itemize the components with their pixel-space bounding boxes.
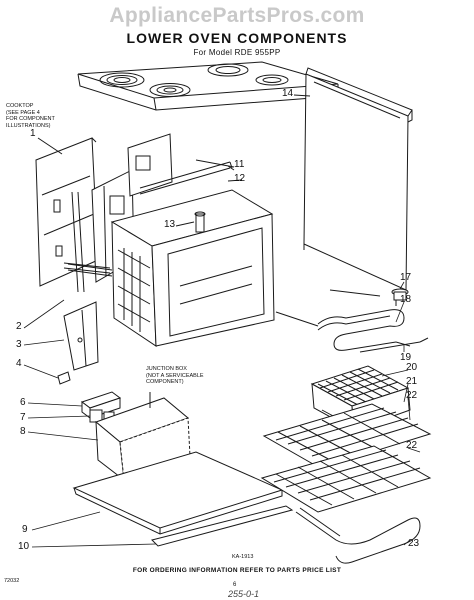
cooktop-note-line: ILLUSTRATIONS): [6, 122, 51, 129]
callout-23: 23: [408, 538, 420, 549]
corner-code: 72032: [4, 578, 20, 584]
cooktop-note-line: COOKTOP: [6, 103, 34, 109]
ordering-footer: FOR ORDERING INFORMATION REFER TO PARTS …: [132, 567, 342, 574]
callout-7: 7: [20, 412, 26, 423]
callout-6: 6: [20, 397, 26, 408]
callout-3: 3: [16, 339, 22, 350]
junction-box-note: JUNCTION BOX (NOT A SERVICEABLE COMPONEN…: [146, 366, 204, 386]
junction-box-note-line: (NOT A SERVICEABLE: [146, 372, 204, 379]
bottom-scrawl: 255-0-1: [228, 589, 260, 599]
leader-lines: [24, 282, 420, 547]
cooktop-drawing: [78, 62, 338, 110]
callout-20: 20: [406, 362, 418, 373]
model-subtitle: For Model RDE 955PP: [193, 48, 281, 57]
callout-12: 12: [234, 173, 246, 184]
part-22-lower-rack: [262, 446, 430, 512]
watermark-text: AppliancePartsPros.com: [109, 4, 365, 27]
part-20-broiler-grid: [312, 366, 408, 406]
part-14-panel: [304, 68, 412, 296]
part-23-bake-element: [296, 508, 420, 563]
cooktop-note-line: (SEE PAGE 4: [6, 109, 40, 116]
callout-13: 13: [164, 219, 176, 230]
oven-cavity: [112, 190, 274, 346]
junction-box-note-line: COMPONENT): [146, 379, 184, 385]
callout-22-lower: 22: [406, 440, 418, 451]
callout-2: 2: [16, 321, 22, 332]
callout-10: 10: [18, 541, 30, 552]
callout-14: 14: [282, 88, 294, 99]
page-number: 6: [233, 582, 237, 588]
callout-4: 4: [16, 358, 22, 369]
junction-box-note-line: JUNCTION BOX: [146, 366, 187, 372]
callout-9: 9: [22, 524, 28, 535]
part-18-broil-element: [318, 310, 410, 351]
cooktop-note: COOKTOP (SEE PAGE 4 FOR COMPONENT ILLUST…: [6, 103, 55, 129]
callout-19: 19: [400, 352, 412, 363]
callout-18: 18: [400, 294, 412, 305]
junction-box: [96, 398, 190, 480]
part-3-bracket: [64, 302, 98, 370]
drawing-reference: KA-1913: [232, 554, 254, 560]
cooktop-note-line: FOR COMPONENT: [6, 116, 55, 122]
callout-21: 21: [406, 376, 418, 387]
callout-17: 17: [400, 272, 412, 283]
terminal-block: [82, 392, 120, 422]
diagram-title: LOWER OVEN COMPONENTS: [126, 30, 348, 46]
callout-1: 1: [30, 128, 36, 139]
part-4-clip: [58, 372, 70, 384]
callout-11: 11: [234, 159, 245, 170]
part-22-upper-rack: [264, 404, 430, 468]
callout-22-upper: 22: [406, 390, 418, 401]
part-13-socket: [195, 212, 205, 232]
callout-8: 8: [20, 426, 26, 437]
